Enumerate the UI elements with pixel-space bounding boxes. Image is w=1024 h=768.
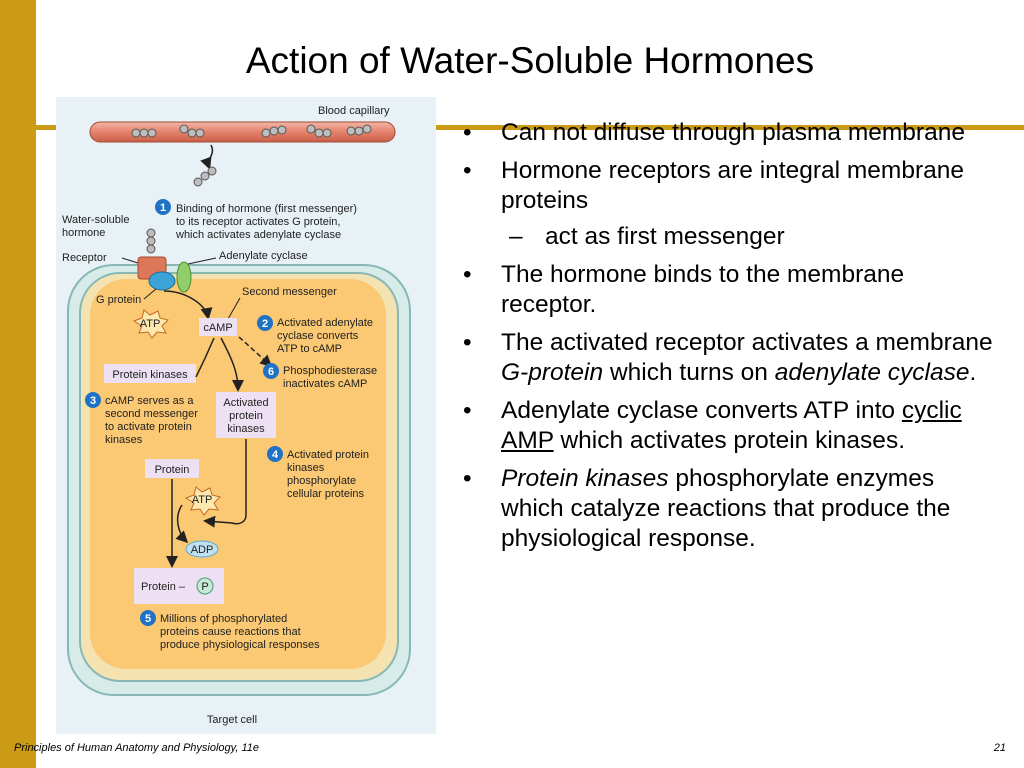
step-6-text: Phosphodiesterase [283,365,377,377]
bullet-dot: • [463,157,472,184]
phosphate-circle [196,577,214,595]
svg-text:kinases: kinases [105,434,143,446]
label-second-messenger: Second messenger [242,286,337,298]
svg-text:to its receptor activates G pr: to its receptor activates G protein, [176,216,340,228]
slide-title: Action of Water-Soluble Hormones [245,40,815,81]
step-2-badge [257,315,273,331]
bullet-item: • The activated receptor activates a mem… [463,329,993,386]
svg-text:Protein: Protein [155,464,190,476]
svg-text:proteins cause reactions that: proteins cause reactions that [160,626,301,638]
svg-text:6: 6 [268,366,274,378]
svg-text:3: 3 [90,395,96,407]
label-receptor: Receptor [62,252,107,264]
step-4-badge [267,446,283,462]
step-2-text: Activated adenylate [277,317,373,329]
atp-burst-2 [184,486,221,516]
atp-burst-1 [132,309,169,339]
svg-text:Protein kinases: Protein kinases [112,369,188,381]
label-target-cell: Target cell [207,714,257,726]
svg-text:inactivates cAMP: inactivates cAMP [283,378,367,390]
step-6-badge [263,363,279,379]
label-blood-capillary: Blood capillary [318,105,390,117]
step-1-badge [155,199,171,215]
svg-text:produce physiological response: produce physiological responses [160,639,320,651]
svg-text:kinases: kinases [227,423,265,435]
svg-text:second messenger: second messenger [105,408,198,420]
svg-text:P: P [201,581,208,593]
left-accent-bar [0,0,36,768]
svg-text:ADP: ADP [191,544,214,556]
hormone-action-diagram: Blood capillary Target cell Water-solubl… [56,97,436,734]
svg-text:cyclase converts: cyclase converts [277,330,359,342]
diagram-svg: Blood capillary Target cell Water-solubl… [62,105,411,726]
protein-kinases-box [104,364,196,383]
svg-text:cellular proteins: cellular proteins [287,488,365,500]
adenylate-cyclase-shape [176,261,192,293]
label-g-protein: G protein [96,294,141,306]
svg-text:4: 4 [272,449,279,461]
svg-text:ATP to cAMP: ATP to cAMP [277,343,342,355]
step-3-badge [85,392,101,408]
hormone-molecules-in-blood [131,124,372,138]
svg-text:1: 1 [160,202,166,214]
sub-bullet-item: – act as first messenger [509,223,785,250]
bullet-dot: • [463,329,472,356]
bullet-item: • Hormone receptors are integral membran… [463,157,964,214]
svg-text:2: 2 [262,318,268,330]
bullet-item: • The hormone binds to the membrane rece… [463,261,905,318]
camp-box [199,318,237,336]
bullet-item: • Protein kinases phosphorylate enzymes … [463,465,951,552]
g-protein-shape [148,271,176,291]
adp-pill [185,540,219,558]
title-rule [36,125,1024,130]
bullet-item: • Adenylate cyclase converts ATP into cy… [463,397,962,454]
bound-hormone [146,228,156,254]
svg-text:ATP: ATP [140,318,161,330]
svg-text:phosphorylate: phosphorylate [287,475,356,487]
svg-text:5: 5 [145,613,151,625]
svg-text:Activated: Activated [223,397,268,409]
label-adenylate-cyclase: Adenylate cyclase [219,250,308,262]
svg-text:kinases: kinases [287,462,325,474]
footer-book-title: Principles of Human Anatomy and Physiolo… [14,742,259,754]
bullet-item: • Can not diffuse through plasma membran… [463,119,965,146]
bullet-dot: • [463,261,472,288]
svg-text:to activate protein: to activate protein [105,421,192,433]
step-3-text: cAMP serves as a [105,395,194,407]
footer-page-number: 21 [993,742,1006,754]
step-5-badge [140,610,156,626]
svg-text:protein: protein [229,410,263,422]
bullet-list: • Can not diffuse through plasma membran… [463,118,1003,562]
activated-protein-kinases-box [216,392,276,438]
bullet-dot: • [463,397,472,424]
hormone-leaving-capillary [193,166,217,187]
bullet-dot: • [463,465,472,492]
step-5-text: Millions of phosphorylated [160,613,287,625]
protein-box [145,459,199,478]
svg-text:Protein –: Protein – [141,581,186,593]
label-water-soluble: Water-soluble [62,214,129,226]
svg-text:which activates adenylate cycl: which activates adenylate cyclase [175,229,341,241]
step-4-text: Activated protein [287,449,369,461]
svg-text:hormone: hormone [62,227,105,239]
bullet-dash: – [509,223,523,250]
step-1-text: Binding of hormone (first messenger) [176,203,357,215]
bullet-dot: • [463,119,472,146]
svg-text:ATP: ATP [192,494,213,506]
svg-text:cAMP: cAMP [203,322,232,334]
